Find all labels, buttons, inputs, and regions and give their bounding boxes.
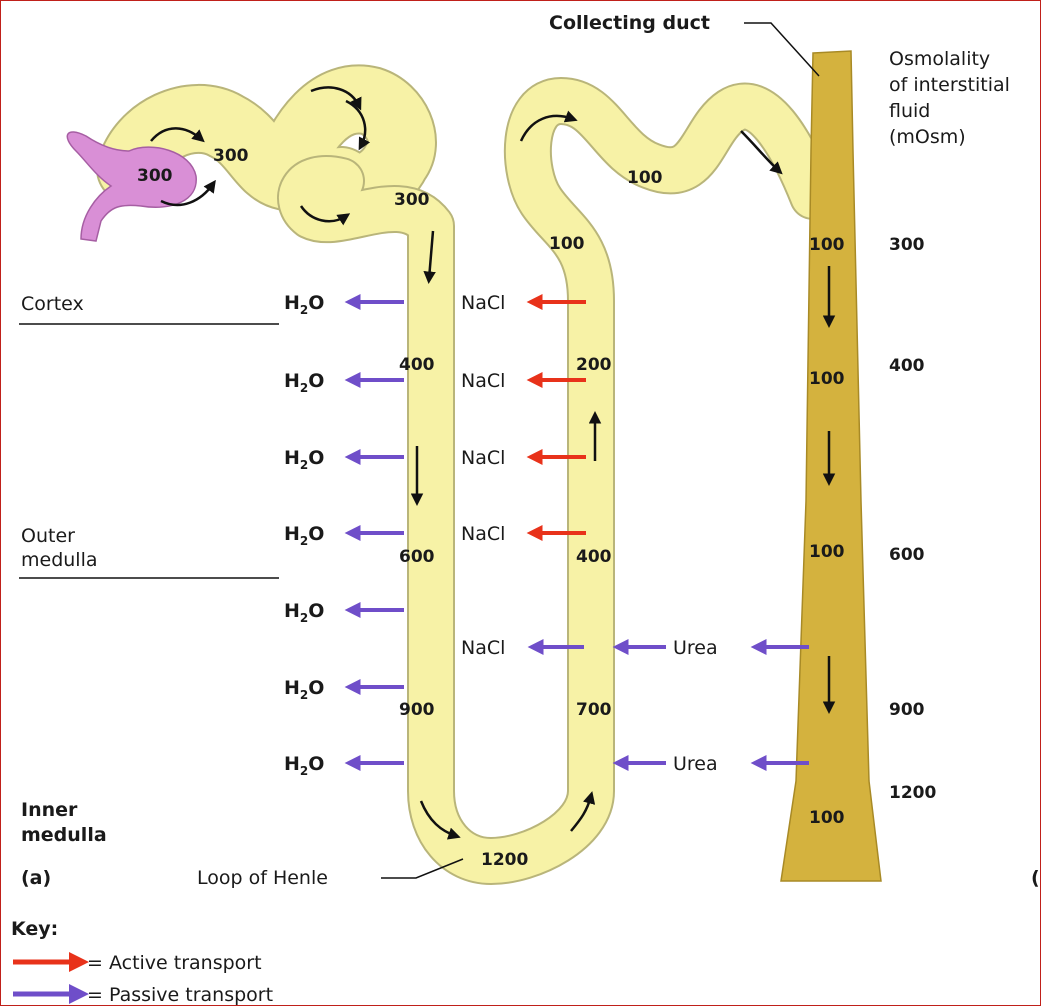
collecting-duct-label: Collecting duct	[549, 12, 710, 34]
interstitial-value-1200: 1200	[889, 783, 936, 803]
panel-label: (a)	[21, 867, 51, 889]
dct-value: 100	[627, 168, 663, 188]
outer-medulla-label-1: Outer	[21, 525, 75, 547]
osmolality-heading-3: fluid	[889, 100, 930, 122]
interstitial-values: 300 400 600 900 1200	[889, 235, 936, 803]
key-title: Key:	[11, 918, 58, 940]
interstitial-value-600: 600	[889, 545, 925, 565]
interstitial-value-900: 900	[889, 700, 925, 720]
water-labels: H2O H2O H2O H2O H2O H2O H2O	[284, 292, 324, 778]
urea-label: Urea	[673, 637, 718, 659]
osmolality-heading-2: of interstitial	[889, 74, 1010, 96]
cortex-label: Cortex	[21, 293, 84, 315]
water-label: H2O	[284, 447, 324, 472]
duct-value-2: 100	[809, 369, 845, 389]
duct-value-1: 100	[809, 235, 845, 255]
descending-value-3: 900	[399, 700, 435, 720]
inner-medulla-label-1: Inner	[21, 799, 78, 821]
loop-of-henle-label: Loop of Henle	[197, 867, 328, 889]
water-label: H2O	[284, 753, 324, 778]
water-label: H2O	[284, 523, 324, 548]
glomerulus-value: 300	[137, 166, 173, 186]
interstitial-value-300: 300	[889, 235, 925, 255]
water-label: H2O	[284, 600, 324, 625]
nephron-tubule	[131, 99, 813, 861]
inner-medulla-label-2: medulla	[21, 824, 107, 846]
nacl-label: NaCl	[461, 637, 505, 659]
osmolality-heading-4: (mOsm)	[889, 126, 966, 148]
loop-bottom-value: 1200	[481, 850, 528, 870]
descending-value-2: 600	[399, 547, 435, 567]
pct-end-value: 300	[394, 190, 430, 210]
descending-value-1: 400	[399, 355, 435, 375]
ascending-thin-value: 700	[576, 700, 612, 720]
key: Key: = Active transport = Passive transp…	[11, 918, 273, 1006]
nacl-label: NaCl	[461, 292, 505, 314]
key-active-label: = Active transport	[87, 952, 262, 974]
pct-value: 300	[213, 146, 249, 166]
ascending-thick-value-top: 100	[549, 234, 585, 254]
nacl-label: NaCl	[461, 447, 505, 469]
collecting-duct-leader	[744, 23, 819, 76]
cut-paren: (	[1031, 867, 1040, 889]
osmolality-heading-1: Osmolality	[889, 48, 990, 70]
outer-medulla-label-2: medulla	[21, 549, 98, 571]
ascending-thick-value-low: 400	[576, 547, 612, 567]
water-label: H2O	[284, 677, 324, 702]
key-passive-label: = Passive transport	[87, 984, 273, 1006]
interstitial-value-400: 400	[889, 356, 925, 376]
duct-value-4: 100	[809, 808, 845, 828]
nacl-label: NaCl	[461, 523, 505, 545]
urea-label: Urea	[673, 753, 718, 775]
duct-value-3: 100	[809, 542, 845, 562]
water-label: H2O	[284, 292, 324, 317]
water-label: H2O	[284, 370, 324, 395]
nacl-label: NaCl	[461, 370, 505, 392]
ascending-thick-value-mid: 200	[576, 355, 612, 375]
